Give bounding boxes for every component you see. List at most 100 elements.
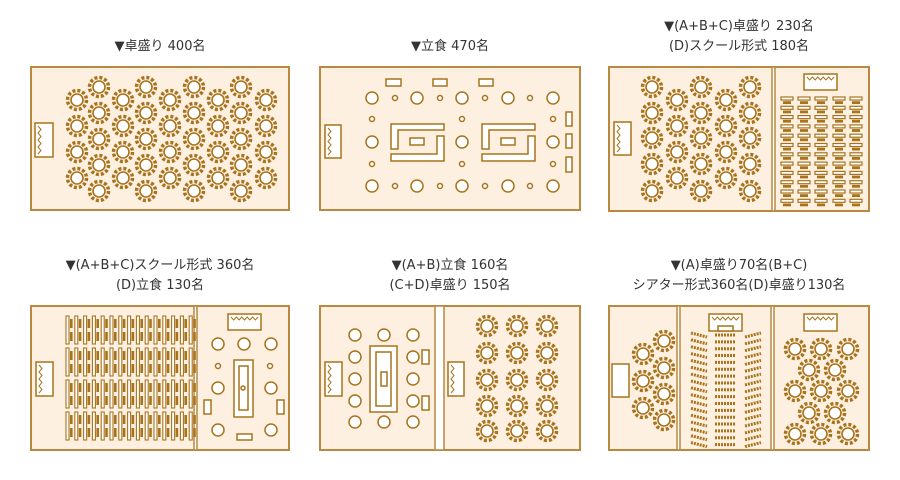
table <box>540 373 554 387</box>
desk <box>188 315 193 345</box>
chairs <box>149 428 152 437</box>
stage <box>227 313 262 331</box>
school-desk-with-chairs <box>832 114 846 123</box>
theater-chair-row <box>744 386 762 394</box>
chairs <box>631 396 655 420</box>
chairs <box>131 319 135 328</box>
stage-icon <box>803 73 838 91</box>
theater-chair-row <box>690 331 708 339</box>
school-desk-with-chairs <box>179 347 187 377</box>
chairs <box>175 428 179 437</box>
chairs <box>535 314 559 338</box>
round-table-with-chairs <box>65 166 89 190</box>
chairs <box>852 157 860 160</box>
chairs <box>652 356 676 380</box>
chairs <box>193 415 196 424</box>
table <box>540 346 554 360</box>
desk <box>74 411 79 441</box>
chairs <box>70 415 73 424</box>
chairs <box>96 364 99 373</box>
desk <box>780 152 794 157</box>
chairs <box>149 396 152 405</box>
chairs <box>505 394 529 418</box>
round-table-with-chairs <box>87 101 111 125</box>
layout-5-title: ▼(A+B)立食 160名(C+D)卓盛り 150名 <box>300 256 600 296</box>
school-desk-with-chairs <box>144 379 152 409</box>
round-table-with-chairs <box>87 153 111 177</box>
table <box>163 145 177 159</box>
desk <box>118 347 123 377</box>
cocktail-table <box>481 182 489 190</box>
round-table-with-chairs <box>689 126 713 150</box>
chairs <box>122 383 126 392</box>
chairs <box>140 396 143 405</box>
cocktail-table <box>391 182 399 190</box>
school-desk-with-chairs <box>162 347 170 377</box>
chairs <box>852 203 860 207</box>
chairs <box>800 175 808 179</box>
chairs <box>852 119 860 123</box>
chairs <box>114 351 117 360</box>
standing-table <box>348 350 362 364</box>
table <box>139 184 153 198</box>
theater-chair-row <box>744 406 762 414</box>
chairs <box>149 351 152 360</box>
school-desk-with-chairs <box>171 315 179 345</box>
school-desk-with-chairs <box>780 198 794 207</box>
chairs <box>783 101 791 104</box>
school-desk-with-chairs <box>797 142 811 151</box>
round-table-with-chairs <box>505 341 529 365</box>
table <box>234 80 248 94</box>
desk <box>179 411 184 441</box>
round-table-with-chairs <box>206 88 230 112</box>
chairs <box>182 75 206 99</box>
round-table-with-chairs <box>134 179 158 203</box>
stage-curtain <box>38 364 43 394</box>
table <box>645 184 659 198</box>
desk <box>188 347 193 377</box>
chairs <box>158 166 182 190</box>
school-desk-with-chairs <box>849 170 863 179</box>
school-desk-with-chairs <box>144 315 152 345</box>
chairs <box>140 415 143 424</box>
table <box>719 119 733 133</box>
round-table-with-chairs <box>65 114 89 138</box>
desk <box>832 124 846 129</box>
table <box>92 132 106 146</box>
desk <box>109 411 114 441</box>
round-table-with-chairs <box>783 337 807 361</box>
round-table-with-chairs <box>783 379 807 403</box>
theater-chair-row <box>744 434 762 442</box>
table <box>657 361 671 375</box>
chairs <box>114 428 117 437</box>
desk <box>135 379 140 409</box>
chairs <box>158 332 161 341</box>
table <box>92 80 106 94</box>
chairs <box>114 383 117 392</box>
table <box>694 157 708 171</box>
school-desk-with-chairs <box>832 142 846 151</box>
school-desk-with-chairs <box>100 347 108 377</box>
school-desk-with-chairs <box>797 114 811 123</box>
school-desk-with-chairs <box>162 315 170 345</box>
cocktail-table <box>391 94 399 102</box>
chairs <box>835 129 843 132</box>
chairs <box>70 319 73 328</box>
round-table-with-chairs <box>158 114 182 138</box>
desk <box>814 170 828 175</box>
chairs <box>114 319 117 328</box>
chairs <box>783 175 791 179</box>
school-desk-with-chairs <box>188 315 196 345</box>
table <box>116 93 130 107</box>
desk <box>135 315 140 345</box>
buffet-island <box>481 123 536 162</box>
chairs <box>206 114 230 138</box>
theater-chair-row <box>690 393 708 401</box>
table <box>645 80 659 94</box>
chairs <box>665 166 689 190</box>
standing-table <box>348 394 362 408</box>
desk <box>153 379 158 409</box>
round-table-with-chairs <box>87 75 111 99</box>
standing-table <box>264 381 278 395</box>
round-table-with-chairs <box>229 75 253 99</box>
